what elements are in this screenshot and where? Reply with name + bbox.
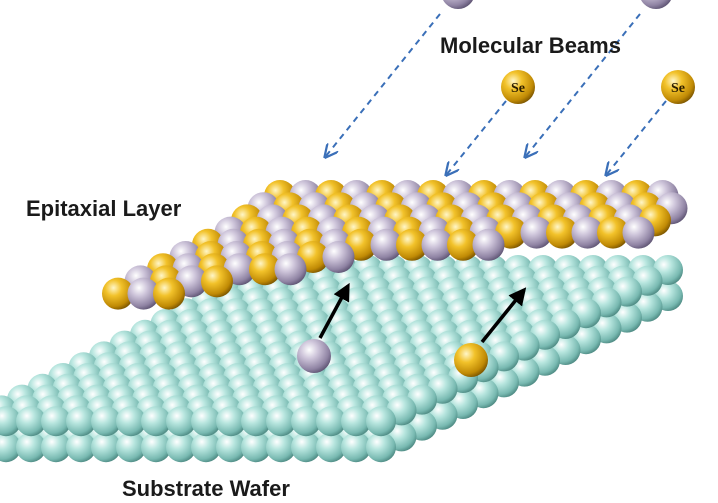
epi-se-atom bbox=[597, 216, 629, 249]
substrate-atom bbox=[0, 432, 21, 463]
substrate-atom bbox=[141, 406, 171, 437]
substrate-atom bbox=[366, 432, 396, 463]
substrate-atom bbox=[341, 432, 371, 463]
molecular-beams-label: Molecular Beams bbox=[440, 33, 621, 58]
epi-metal-atom bbox=[571, 216, 604, 249]
adatom-metal bbox=[297, 339, 331, 373]
substrate-atom bbox=[291, 406, 321, 437]
epitaxial-layer bbox=[102, 180, 688, 310]
epi-se-atom bbox=[396, 228, 428, 261]
substrate-atom bbox=[166, 406, 196, 437]
epi-metal-atom bbox=[421, 228, 454, 261]
epi-metal-atom bbox=[520, 216, 553, 249]
substrate-atom bbox=[266, 406, 296, 437]
epi-metal-atom bbox=[127, 277, 160, 310]
substrate-atom bbox=[116, 406, 146, 437]
diffusion-arrow bbox=[480, 287, 527, 344]
substrate-atom bbox=[341, 406, 371, 437]
substrate-atom bbox=[41, 432, 71, 463]
epi-se-atom bbox=[102, 277, 134, 310]
epi-se-atom bbox=[153, 277, 185, 310]
substrate-atom bbox=[216, 432, 246, 463]
beam-arrow bbox=[447, 100, 507, 174]
substrate-atom bbox=[216, 406, 246, 437]
epi-metal-atom bbox=[472, 228, 505, 261]
substrate-atom bbox=[366, 406, 396, 437]
incoming-se-atom: Se bbox=[501, 70, 535, 104]
se-atom-label: Se bbox=[511, 81, 525, 96]
incoming-metal-atom bbox=[641, 0, 671, 9]
substrate-atom bbox=[116, 432, 146, 463]
substrate-wafer bbox=[0, 255, 683, 463]
substrate-atom bbox=[166, 432, 196, 463]
substrate-atom bbox=[316, 406, 346, 437]
substrate-atom bbox=[241, 432, 271, 463]
epi-se-atom bbox=[447, 228, 479, 261]
substrate-atom bbox=[316, 432, 346, 463]
incoming-se-atom: Se bbox=[661, 70, 695, 104]
substrate-atom bbox=[41, 406, 71, 437]
adatoms bbox=[297, 339, 488, 377]
diffusion-arrow bbox=[318, 282, 350, 339]
epi-se-atom bbox=[546, 216, 578, 249]
diffusion-arrows bbox=[318, 282, 527, 344]
substrate-atom bbox=[241, 406, 271, 437]
epi-metal-atom bbox=[622, 216, 655, 249]
se-atom-label: Se bbox=[671, 81, 685, 96]
epi-metal-atom bbox=[274, 253, 307, 286]
substrate-atom bbox=[91, 432, 121, 463]
epi-metal-atom bbox=[370, 228, 403, 261]
substrate-atom bbox=[91, 406, 121, 437]
molecular-beam-arrows bbox=[326, 13, 667, 174]
incoming-atoms: Se Se bbox=[443, 0, 695, 104]
epi-se-atom bbox=[201, 265, 233, 298]
epi-metal-atom bbox=[322, 241, 355, 273]
substrate-atom bbox=[0, 406, 21, 437]
substrate-wafer-label: Substrate Wafer bbox=[122, 476, 290, 501]
epitaxial-layer-label: Epitaxial Layer bbox=[26, 196, 182, 221]
substrate-atom bbox=[66, 406, 96, 437]
adatom-se bbox=[454, 343, 488, 377]
epi-se-atom bbox=[249, 253, 281, 286]
incoming-metal-atom bbox=[443, 0, 473, 9]
substrate-atom bbox=[66, 432, 96, 463]
beam-arrow bbox=[326, 13, 441, 156]
substrate-atom bbox=[291, 432, 321, 463]
substrate-atom bbox=[16, 406, 46, 437]
substrate-atom bbox=[141, 432, 171, 463]
substrate-atom bbox=[266, 432, 296, 463]
substrate-atom bbox=[191, 432, 221, 463]
substrate-atom bbox=[191, 406, 221, 437]
substrate-atom bbox=[16, 432, 46, 463]
beam-arrow bbox=[526, 13, 641, 156]
beam-arrow bbox=[607, 100, 667, 174]
